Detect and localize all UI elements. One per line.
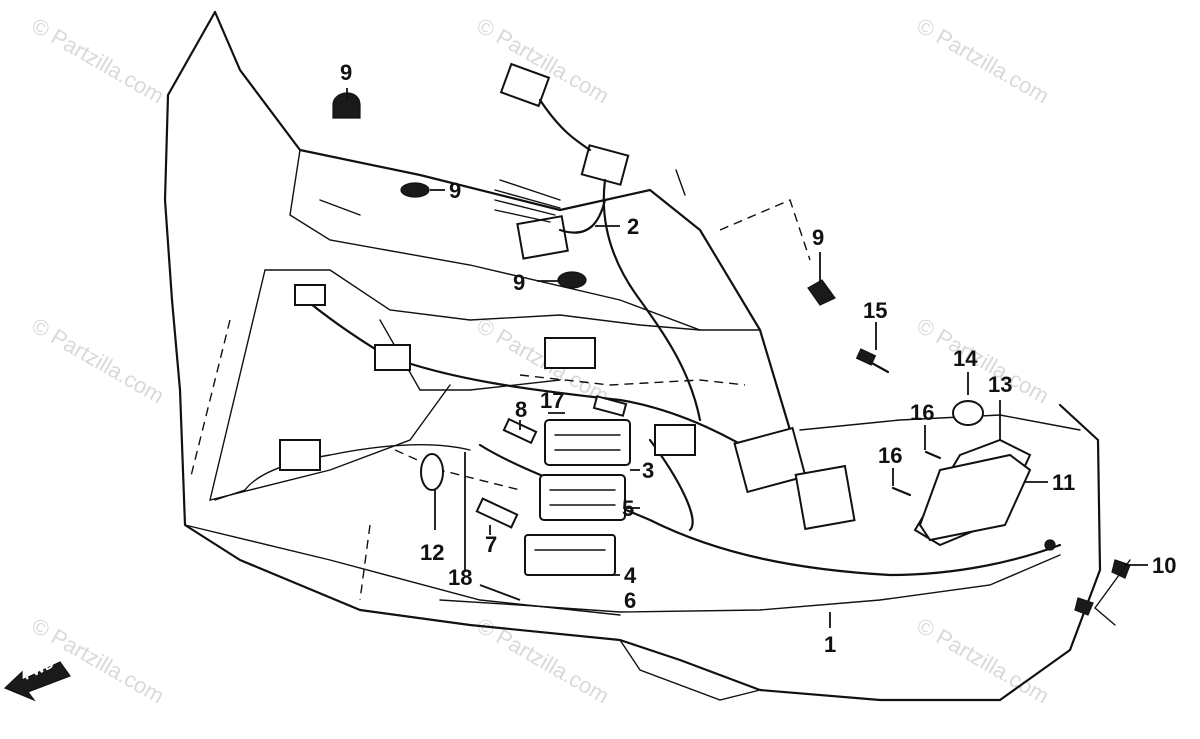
- label-part-13: 13: [988, 372, 1012, 397]
- harness-connector-left: [279, 439, 321, 471]
- label-part-10: 10: [1152, 553, 1176, 578]
- grommets: [332, 92, 836, 306]
- label-part-3: 3: [642, 458, 654, 483]
- relay-middle: [539, 474, 626, 521]
- fwd-arrow: FWD: [3, 655, 71, 702]
- harness-connector-center: [544, 337, 596, 369]
- screw-16-lower: [891, 486, 912, 497]
- pilot-lens: [420, 453, 444, 491]
- label-part-7: 7: [485, 532, 497, 557]
- label-part-18: 18: [448, 565, 472, 590]
- label-part-4: 4: [624, 563, 637, 588]
- harness-multi-coupler: [516, 215, 569, 260]
- harness-coupler-large: [733, 426, 807, 494]
- label-part-9: 9: [513, 270, 525, 295]
- grommet-lower: [557, 271, 587, 289]
- relay-assembly: [475, 395, 631, 576]
- grommet-top: [332, 92, 361, 119]
- watermarks: © Partzilla.com © Partzilla.com © Partzi…: [28, 13, 1054, 709]
- label-part-15: 15: [863, 298, 887, 323]
- lens-11: [918, 453, 1032, 542]
- label-part-9: 9: [340, 60, 352, 85]
- meter-light-assembly: [891, 400, 1056, 551]
- label-part-6: 6: [624, 588, 636, 613]
- harness-coupler-top: [499, 62, 551, 108]
- grommet-14: [952, 400, 984, 426]
- watermark: © Partzilla.com: [28, 313, 169, 409]
- fairing-body: [163, 10, 1102, 702]
- label-part-1: 1: [824, 632, 836, 657]
- grommet-right: [807, 279, 836, 306]
- relay-top: [544, 419, 631, 466]
- watermark: © Partzilla.com: [913, 313, 1054, 409]
- leader-lines: [346, 88, 1148, 628]
- label-part-16: 16: [910, 400, 934, 425]
- harness-coupler-mid: [580, 144, 630, 186]
- harness-connector-upper-left: [294, 284, 326, 306]
- fuse-8: [502, 417, 538, 445]
- screw-16-upper: [924, 450, 942, 460]
- label-part-14: 14: [953, 346, 978, 371]
- watermark: © Partzilla.com: [913, 613, 1054, 709]
- fuse-17: [592, 395, 628, 417]
- fuse-box: [524, 534, 616, 576]
- label-part-9: 9: [812, 225, 824, 250]
- label-part-5: 5: [622, 496, 634, 521]
- label-part-11: 11: [1052, 470, 1075, 495]
- fuse-7: [475, 497, 519, 529]
- fwd-arrow-icon: [3, 661, 71, 702]
- harness-coupler-right: [794, 464, 856, 531]
- part-labels: 9 9 2 9 9 15 14 13 16 16 11 10 17 8 3 5 …: [340, 60, 1176, 657]
- label-part-17: 17: [540, 388, 564, 413]
- label-part-16: 16: [878, 443, 902, 468]
- label-part-2: 2: [627, 214, 639, 239]
- label-part-8: 8: [515, 397, 527, 422]
- harness-connector-right: [654, 424, 696, 456]
- grommet-upper: [400, 182, 430, 198]
- label-part-9: 9: [449, 178, 461, 203]
- screw-15: [855, 348, 890, 374]
- label-part-12: 12: [420, 540, 444, 565]
- harness-connector-center-left: [374, 344, 411, 371]
- watermark: © Partzilla.com: [913, 13, 1054, 109]
- main-wiring-harness: [214, 62, 1062, 577]
- watermark: © Partzilla.com: [28, 13, 169, 109]
